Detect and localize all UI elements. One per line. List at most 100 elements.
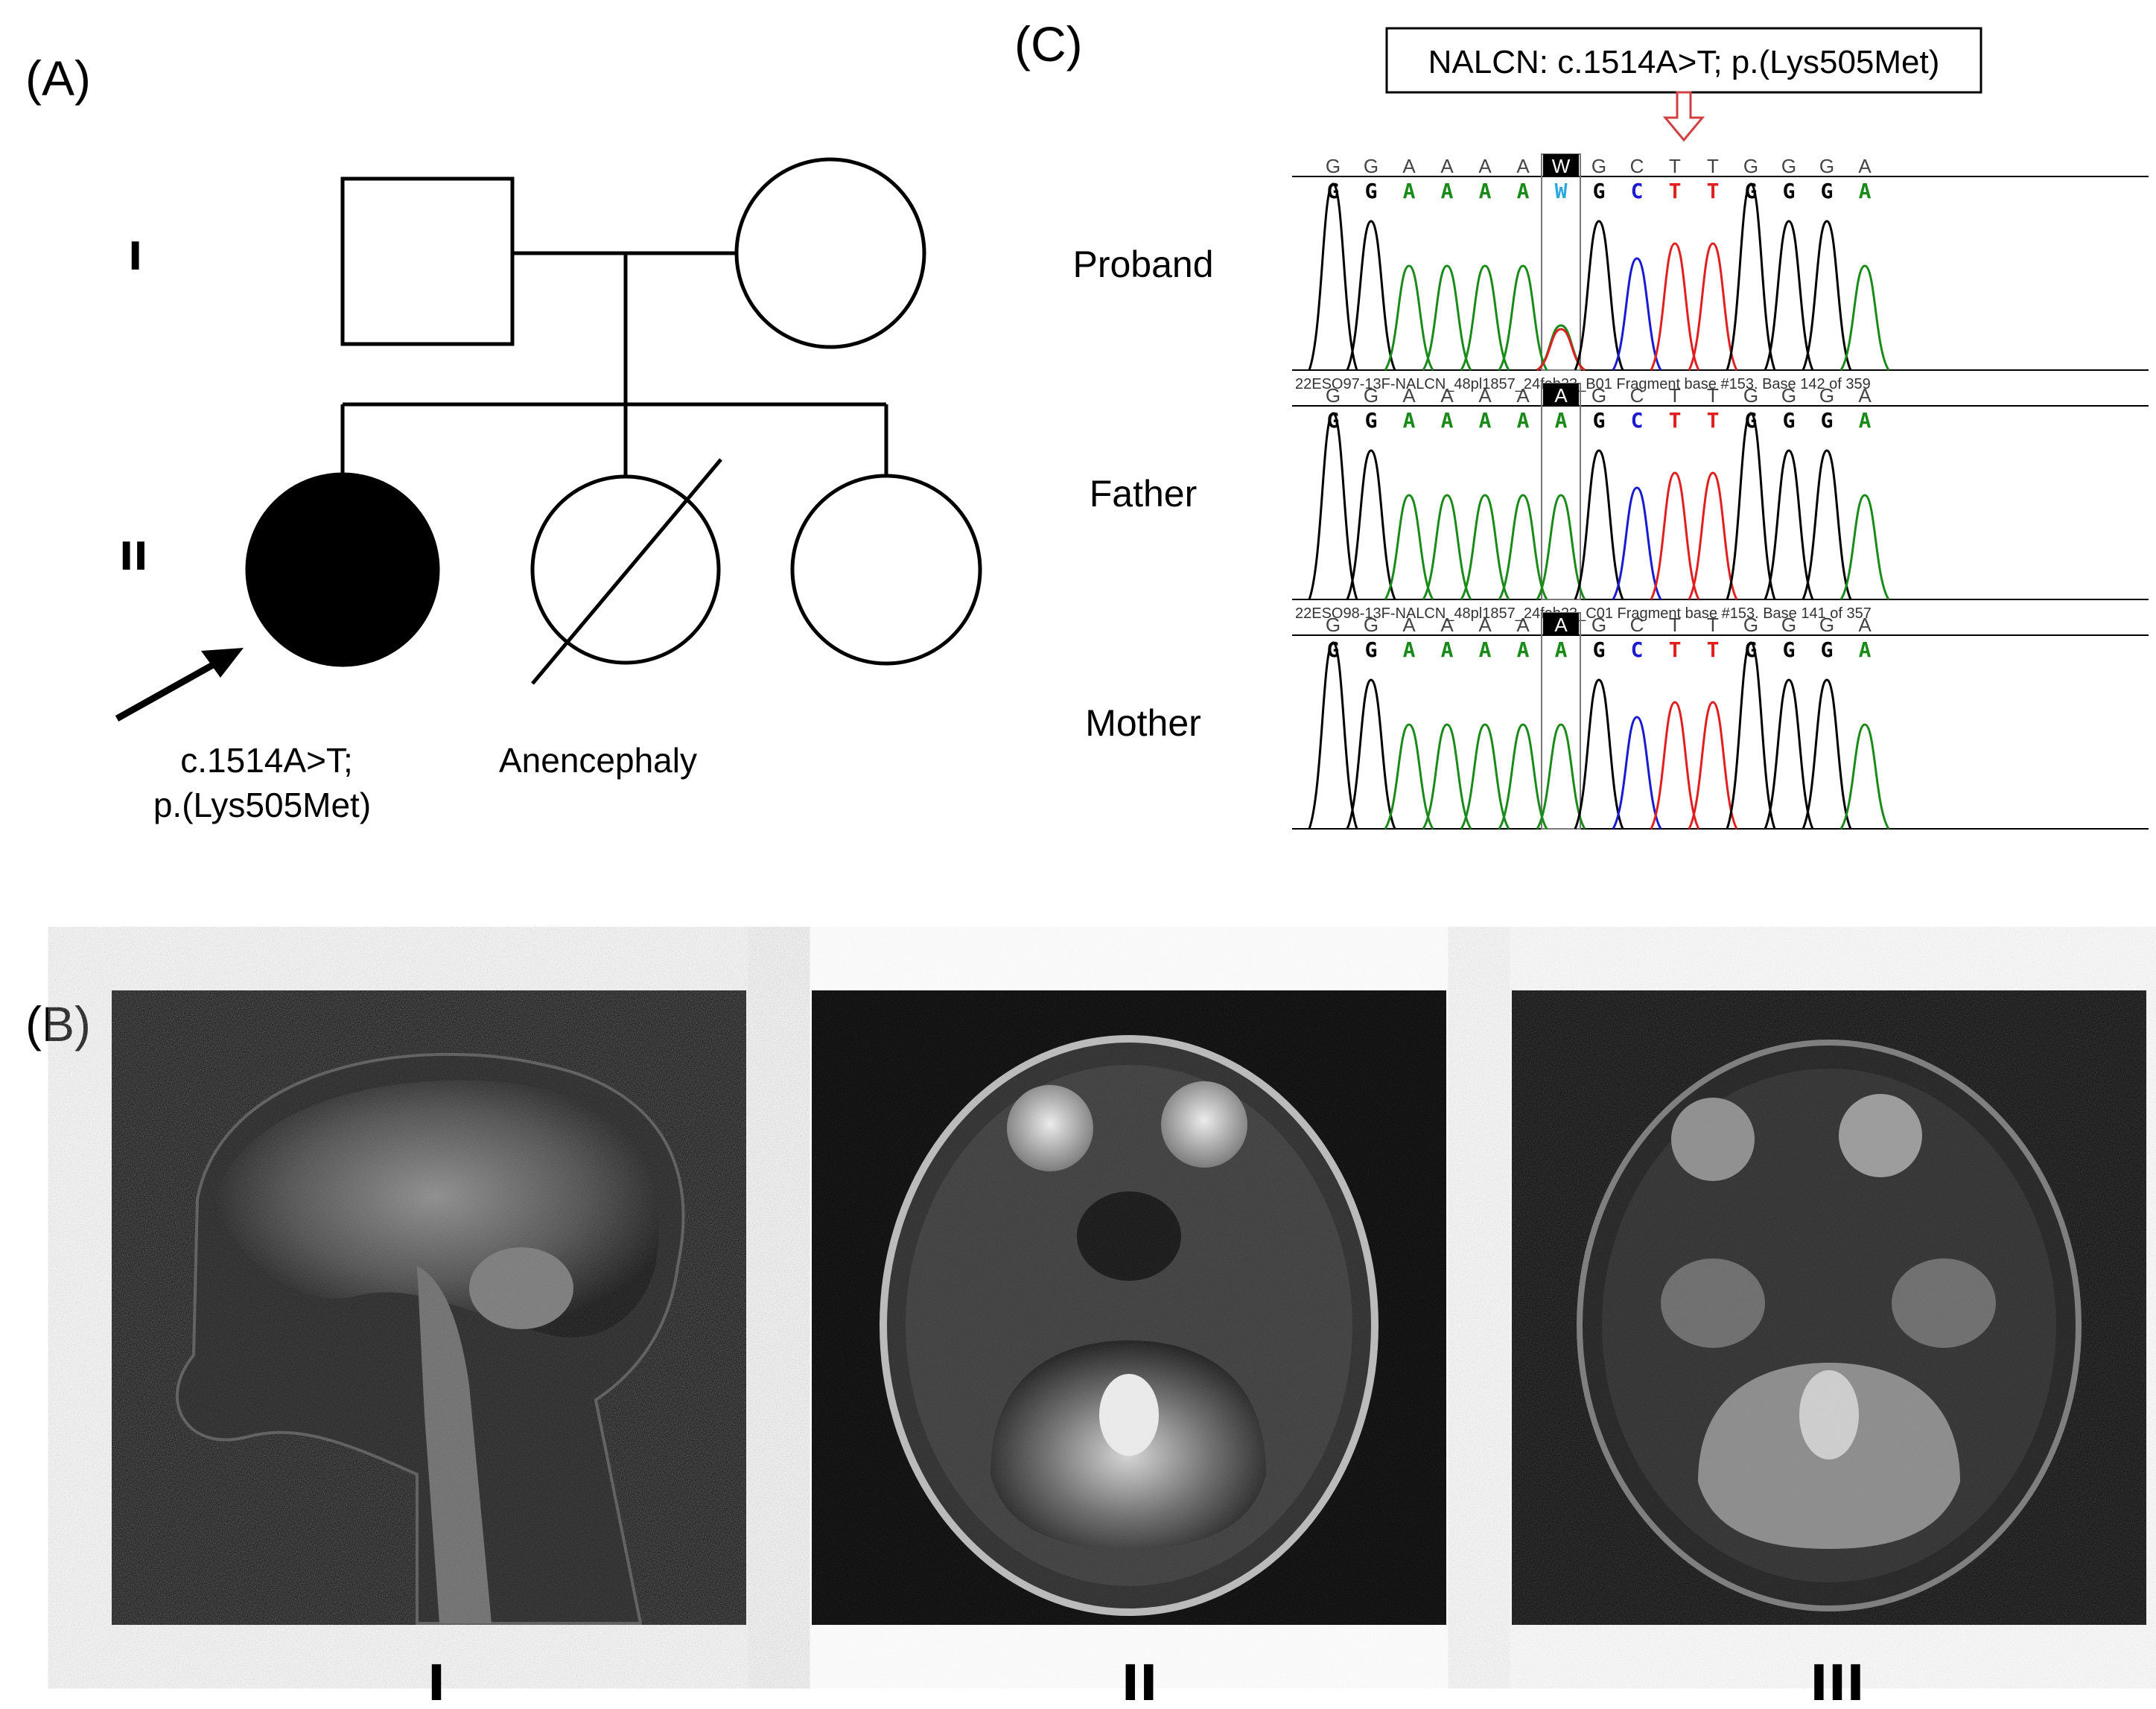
called-base: G — [1593, 408, 1606, 433]
reference-base: A — [1554, 614, 1568, 636]
reference-base: G — [1819, 384, 1834, 407]
variant-arrow-icon — [1662, 91, 1705, 142]
proband-arrow-head — [201, 648, 244, 678]
chromatogram-peak — [1308, 412, 1358, 600]
reference-base: G — [1326, 614, 1341, 636]
called-base: A — [1859, 408, 1872, 433]
reference-base: G — [1364, 614, 1378, 636]
chromatogram-peak — [1498, 723, 1548, 830]
chromatogram-peak — [1802, 220, 1852, 371]
chromatogram-peak — [1764, 678, 1814, 830]
reference-base: G — [1364, 384, 1378, 407]
reference-base: C — [1630, 384, 1644, 407]
reference-base: A — [1440, 155, 1454, 177]
called-base: G — [1745, 408, 1758, 433]
panel-label-a: (A) — [25, 51, 91, 106]
reference-base: C — [1630, 614, 1644, 636]
chromatogram-peak — [1612, 486, 1662, 600]
chromatogram-peak — [1650, 242, 1700, 371]
chromatogram-peak — [1688, 471, 1738, 600]
reference-base: A — [1478, 384, 1492, 407]
called-base: A — [1555, 408, 1568, 433]
called-base: A — [1479, 179, 1492, 203]
reference-base: A — [1402, 384, 1416, 407]
sanger-sample-name: Mother — [1085, 702, 1201, 744]
chromatogram-peak — [1536, 494, 1586, 600]
called-base: A — [1403, 408, 1416, 433]
reference-base: T — [1669, 614, 1681, 636]
called-base: G — [1365, 637, 1378, 662]
sanger-sample-name: Proband — [1072, 244, 1213, 285]
reference-base: A — [1478, 614, 1492, 636]
sister-circle — [790, 474, 982, 666]
called-base: G — [1593, 179, 1606, 203]
called-base: T — [1707, 408, 1720, 433]
chromatogram-peak — [1839, 264, 1890, 371]
chromatogram-peak — [1726, 641, 1776, 830]
called-base: G — [1327, 637, 1340, 662]
reference-base: A — [1440, 614, 1454, 636]
chromatogram-peak — [1839, 494, 1890, 600]
reference-base: A — [1402, 614, 1416, 636]
reference-base: G — [1781, 384, 1796, 407]
chromatogram-peak — [1574, 220, 1624, 371]
father-square — [340, 176, 515, 346]
panel-label-b: (B) — [25, 996, 91, 1051]
reference-base: G — [1326, 155, 1341, 177]
called-base: C — [1631, 179, 1644, 203]
mri-label-1: I — [427, 1655, 446, 1709]
chromatogram-peak — [1384, 494, 1434, 600]
panel-label-c: (C) — [1014, 16, 1083, 71]
called-base: G — [1821, 637, 1834, 662]
reference-base: T — [1707, 614, 1719, 636]
called-base: A — [1403, 179, 1416, 203]
reference-base: A — [1516, 155, 1530, 177]
chromatogram-peak — [1650, 471, 1700, 600]
reference-base: G — [1743, 155, 1758, 177]
called-base: A — [1517, 408, 1530, 433]
mri-panel-1 — [112, 990, 746, 1625]
chromatogram-peak — [1802, 449, 1852, 600]
chromatogram-peak — [1460, 723, 1510, 830]
generation-label-2: II — [119, 535, 148, 579]
reference-base: T — [1669, 155, 1681, 177]
chromatogram-peak — [1802, 678, 1852, 830]
sanger-track-father: 22ESO97-13F-NALCN_48pl1857_24feb23_B01 F… — [1090, 376, 2149, 600]
mri-label-2: II — [1121, 1655, 1157, 1709]
chromatogram-peak — [1422, 494, 1472, 600]
chromatogram-peak — [1574, 678, 1624, 830]
chromatogram-peak — [1346, 449, 1396, 600]
reference-base: G — [1819, 614, 1834, 636]
chromatogram-peak — [1726, 182, 1776, 371]
sanger-file-header: 22ESO98-13F-NALCN_48pl1857_24feb23_C01 F… — [1295, 605, 1872, 622]
called-base: T — [1669, 408, 1682, 433]
chromatogram-peak — [1612, 716, 1662, 830]
chromatogram-peak — [1612, 257, 1662, 371]
mri-panel-3 — [1512, 990, 2146, 1625]
anencephaly-note: Anencephaly — [499, 741, 697, 780]
reference-base: G — [1743, 384, 1758, 407]
called-base: G — [1327, 408, 1340, 433]
chromatogram-peak — [1498, 264, 1548, 371]
variant-box-text: NALCN: c.1514A>T; p.(Lys505Met) — [1428, 44, 1940, 80]
mri-label-3: III — [1810, 1655, 1865, 1709]
reference-base: G — [1591, 155, 1606, 177]
called-base: A — [1859, 637, 1872, 662]
called-base: A — [1479, 637, 1492, 662]
reference-base: A — [1858, 614, 1872, 636]
called-base: G — [1327, 179, 1340, 203]
chromatogram-peak — [1764, 220, 1814, 371]
reference-base: G — [1326, 384, 1341, 407]
called-base: G — [1783, 179, 1796, 203]
reference-base: A — [1440, 384, 1454, 407]
called-base: G — [1783, 637, 1796, 662]
chromatogram-peak — [1346, 678, 1396, 830]
reference-base: G — [1591, 384, 1606, 407]
proband-variant-line1: c.1514A>T; — [180, 741, 352, 780]
called-base: G — [1365, 408, 1378, 433]
reference-base: G — [1591, 614, 1606, 636]
called-base: G — [1365, 179, 1378, 203]
chromatogram-peak — [1726, 412, 1776, 600]
chromatogram-peak — [1384, 264, 1434, 371]
